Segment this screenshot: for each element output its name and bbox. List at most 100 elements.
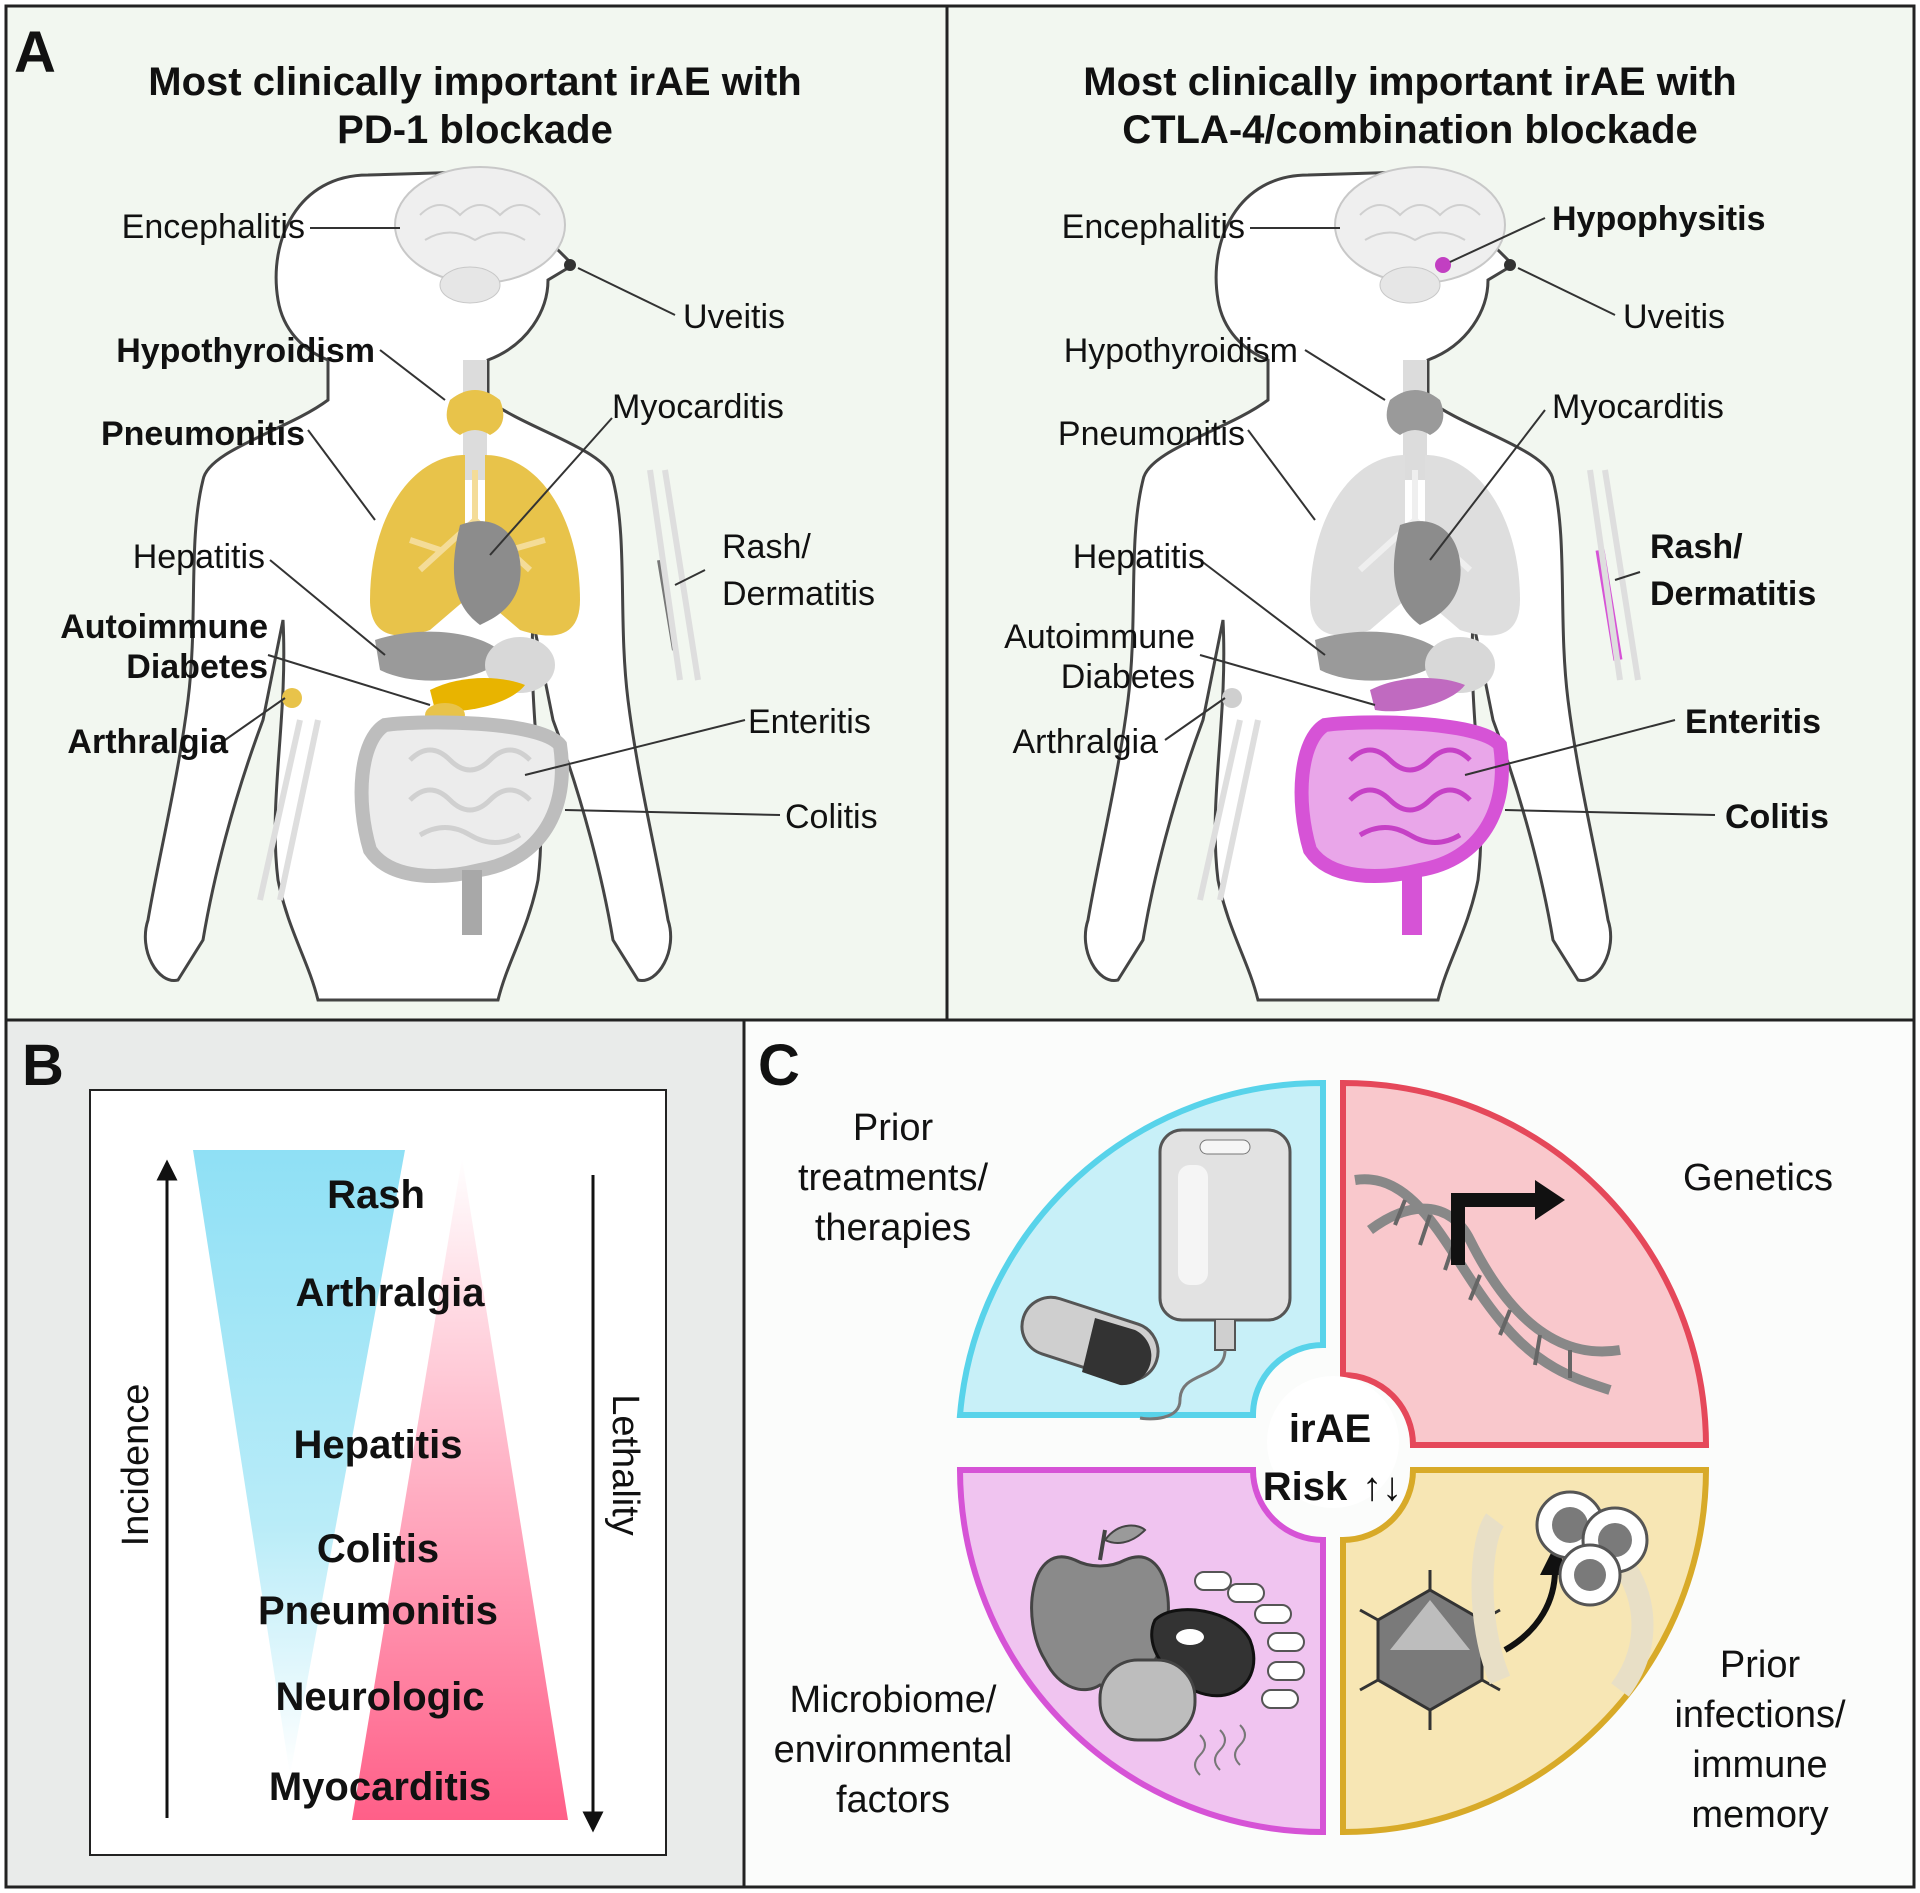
rank-item: Hepatitis [294, 1423, 463, 1467]
elbow-joint-icon [282, 688, 302, 708]
ctla4-title-line1: Most clinically important irAE with [1083, 60, 1736, 104]
brain-icon [394, 166, 566, 284]
label-myocarditis: Myocarditis [612, 388, 784, 426]
label-encephalitis: Encephalitis [1062, 208, 1245, 246]
ctla4-leader-lines [1164, 217, 1716, 816]
label-rash: Rash/ [722, 528, 811, 566]
virus-icon [1359, 1570, 1501, 1730]
label-dermatitis: Dermatitis [1650, 575, 1816, 613]
prior-infections-line4: memory [1691, 1794, 1828, 1836]
label-hypophysitis: Hypophysitis [1552, 200, 1765, 238]
panel-b-letter: B [22, 1033, 64, 1098]
lethality-triangle [352, 1158, 568, 1820]
panel-c-letter: C [758, 1033, 800, 1098]
risk-arrows-icon: ↑↓ [1362, 1465, 1402, 1509]
incidence-label: Incidence [115, 1384, 157, 1547]
liver-icon [375, 631, 505, 681]
irae-ranking-list: Rash Arthralgia Hepatitis Colitis Pneumo… [258, 1173, 498, 1809]
microbiome-line3: factors [836, 1779, 950, 1821]
rank-item: Pneumonitis [258, 1589, 498, 1633]
microbiome-line1: Microbiome/ [790, 1679, 997, 1721]
ctla4-title-line2: CTLA-4/combination blockade [1122, 108, 1698, 152]
arrow-head-icon [1535, 1180, 1565, 1220]
intestine-icon [1294, 715, 1509, 883]
iv-bag-icon [1139, 1128, 1292, 1421]
quadrant-labels: Prior treatments/ therapies Genetics Mic… [774, 1107, 1846, 1836]
thyroid-icon [1386, 390, 1444, 435]
label-uveitis: Uveitis [683, 298, 785, 336]
label-pneumonitis: Pneumonitis [101, 415, 305, 453]
heart-icon [1393, 521, 1461, 625]
label-hepatitis: Hepatitis [1073, 538, 1205, 576]
intestine-icon [354, 715, 569, 883]
pancreas-icon [1370, 678, 1465, 712]
eye-icon [1504, 259, 1516, 271]
label-colitis: Colitis [785, 798, 878, 836]
panel-a-letter: A [14, 20, 56, 85]
pd1-labels: Encephalitis Uveitis Hypothyroidism Pneu… [60, 208, 877, 836]
microbiome-line2: environmental [774, 1729, 1013, 1771]
label-autoimmune: Autoimmune [60, 608, 268, 646]
label-hepatitis: Hepatitis [133, 538, 265, 576]
elbow-joint-icon [1222, 688, 1242, 708]
rank-item: Arthralgia [296, 1271, 486, 1315]
ctla4-body-illustration [1083, 166, 1641, 1002]
eye-icon [564, 259, 576, 271]
immune-cell-icon [1471, 1490, 1654, 1697]
apple-icon [1030, 1524, 1170, 1692]
prior-infections-line1: Prior [1720, 1644, 1801, 1686]
prior-infections-line2: infections/ [1674, 1694, 1846, 1736]
incidence-triangle [193, 1150, 405, 1775]
genetics-label: Genetics [1683, 1157, 1833, 1199]
ctla4-labels: Encephalitis Hypophysitis Uveitis Hypoth… [1004, 200, 1829, 836]
label-enteritis: Enteritis [1685, 703, 1821, 741]
pd1-body-illustration [143, 166, 701, 1002]
pd1-panel: Most clinically important irAE with PD-1… [60, 60, 878, 1002]
label-diabetes: Diabetes [126, 648, 268, 686]
label-dermatitis: Dermatitis [722, 575, 875, 613]
panel-a: A Most clinically important irAE with PD… [4, 4, 1916, 1022]
liver-icon [1315, 631, 1445, 681]
lethality-label: Lethality [604, 1394, 646, 1536]
rank-item: Colitis [317, 1527, 439, 1571]
brain-icon [1334, 166, 1506, 284]
rank-item: Neurologic [276, 1675, 485, 1719]
pd1-leader-lines [224, 227, 781, 816]
label-diabetes: Diabetes [1061, 658, 1195, 696]
bacteria-icon [1098, 1571, 1305, 1776]
label-colitis: Colitis [1725, 798, 1829, 836]
panel-b: B Incidence Lethality Rash Arthralgia He… [4, 1018, 746, 1889]
label-myocarditis: Myocarditis [1552, 388, 1724, 426]
panel-c: C [742, 1018, 1916, 1889]
left-lung-icon [1310, 455, 1405, 636]
prior-treatments-line3: therapies [815, 1207, 971, 1249]
dna-icon [1354, 1174, 1621, 1395]
label-uveitis: Uveitis [1623, 298, 1725, 336]
gene-expression-arrow-icon [1451, 1193, 1540, 1265]
label-arthralgia: Arthralgia [67, 723, 229, 761]
pancreas-icon [430, 678, 525, 712]
label-hypothyroidism: Hypothyroidism [1064, 332, 1298, 370]
prior-treatments-line2: treatments/ [798, 1157, 989, 1199]
label-pneumonitis: Pneumonitis [1058, 415, 1245, 453]
pituitary-icon [1435, 257, 1451, 273]
label-hypothyroidism: Hypothyroidism [116, 332, 375, 370]
center-irae: irAE [1289, 1407, 1371, 1451]
capsule-icon [1020, 1295, 1160, 1386]
label-rash: Rash/ [1650, 528, 1743, 566]
curved-arrow-icon [1503, 1569, 1558, 1653]
pd1-title-line1: Most clinically important irAE with [148, 60, 801, 104]
ctla4-panel: Most clinically important irAE with CTLA… [1004, 60, 1829, 1002]
pd1-title-line2: PD-1 blockade [337, 108, 613, 152]
label-encephalitis: Encephalitis [122, 208, 305, 246]
rank-item: Myocarditis [269, 1765, 491, 1809]
rank-item: Rash [327, 1173, 425, 1217]
prior-treatments-line1: Prior [853, 1107, 934, 1149]
label-enteritis: Enteritis [748, 703, 871, 741]
thyroid-icon [446, 390, 504, 435]
heart-icon [453, 521, 521, 625]
label-arthralgia: Arthralgia [1012, 723, 1158, 761]
label-autoimmune: Autoimmune [1004, 618, 1195, 656]
prior-infections-line3: immune [1692, 1744, 1827, 1786]
